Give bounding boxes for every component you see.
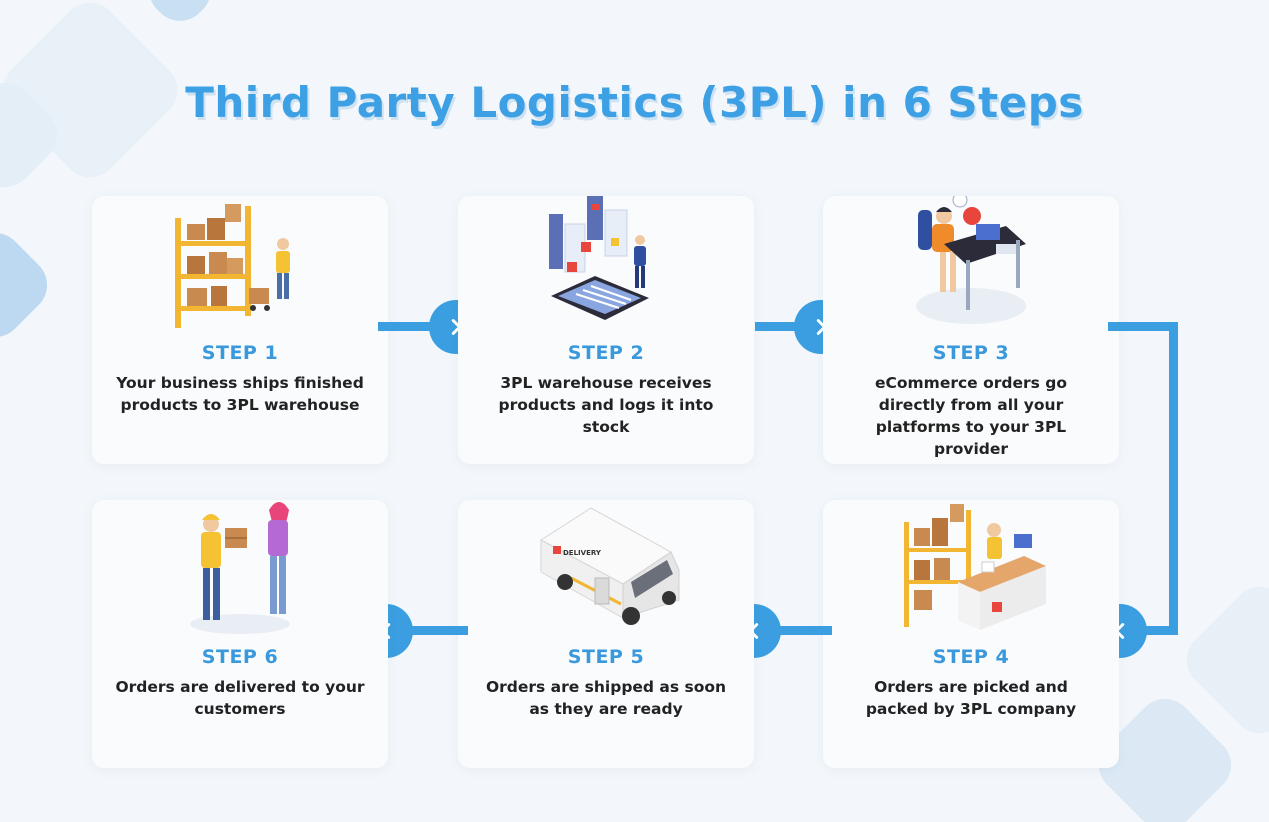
step-card-4: STEP 4 Orders are picked and packed by 3… xyxy=(823,500,1119,768)
warehouse-shelves-worker-icon xyxy=(175,204,290,328)
step-description: Orders are shipped as soon as they are r… xyxy=(485,678,727,718)
step-label: STEP 3 xyxy=(932,342,1010,364)
step-card-2: STEP 2 3PL warehouse receives products a… xyxy=(458,196,754,464)
package-handoff-icon xyxy=(190,502,290,634)
background-shape xyxy=(137,0,223,33)
connector-line xyxy=(408,626,468,635)
connector-line xyxy=(755,322,803,331)
step-description: 3PL warehouse receives products and logs… xyxy=(498,374,714,436)
step-description: eCommerce orders go directly from all yo… xyxy=(874,374,1067,458)
connector-line xyxy=(1169,322,1178,635)
step-card-1: STEP 1 Your business ships finished prod… xyxy=(92,196,388,464)
step-label: STEP 5 xyxy=(567,646,645,668)
step-description: Orders are picked and packed by 3PL comp… xyxy=(865,678,1077,718)
background-shape xyxy=(0,221,59,349)
step-description: Orders are delivered to your customers xyxy=(115,678,365,718)
connector-line xyxy=(1108,322,1178,331)
connector-line xyxy=(772,626,832,635)
step-label: STEP 1 xyxy=(201,342,279,364)
phone-inventory-dashboard-icon xyxy=(549,196,649,320)
step-description: Your business ships finished products to… xyxy=(116,374,364,414)
page-title: Third Party Logistics (3PL) in 6 Steps xyxy=(185,78,1084,127)
connector-line xyxy=(1130,626,1178,635)
person-at-computer-desk-icon xyxy=(916,196,1026,324)
step-card-3: STEP 3 eCommerce orders go directly from… xyxy=(823,196,1119,464)
van-text: DELIVERY xyxy=(563,549,602,557)
step-card-6: STEP 6 Orders are delivered to your cust… xyxy=(92,500,388,768)
step-label: STEP 6 xyxy=(201,646,279,668)
connector-line xyxy=(378,322,438,331)
packing-station-icon xyxy=(904,504,1046,630)
step-label: STEP 4 xyxy=(932,646,1010,668)
step-card-5: DELIVERY STEP 5 Orders are shipped as so… xyxy=(458,500,754,768)
delivery-van-icon: DELIVERY xyxy=(540,507,680,625)
step-label: STEP 2 xyxy=(567,342,645,364)
